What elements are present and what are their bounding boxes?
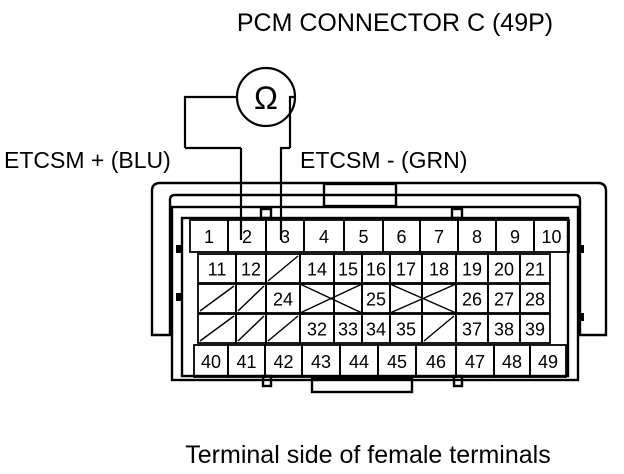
blank-cross xyxy=(299,283,363,314)
r3c4-cell xyxy=(333,283,363,314)
r3c3-cell xyxy=(299,283,335,314)
row5-9-cell xyxy=(529,344,567,378)
ohmmeter xyxy=(183,66,297,133)
row1-9-cell xyxy=(533,219,570,253)
probe-wires xyxy=(183,133,292,240)
terminal-6: 6 xyxy=(396,227,406,247)
blank-slash xyxy=(267,315,299,342)
terminal-43: 43 xyxy=(311,352,331,372)
blank-slash xyxy=(199,285,235,312)
etcsm-positive-label: ETCSM + (BLU) xyxy=(4,147,171,173)
blank-slash xyxy=(423,315,455,342)
blank-slash xyxy=(267,255,299,282)
terminal-2: 2 xyxy=(242,227,252,247)
r3c10-cell xyxy=(519,283,551,314)
terminal-7: 7 xyxy=(434,227,444,247)
terminal-12: 12 xyxy=(241,260,261,280)
housing-marks xyxy=(176,245,584,321)
terminal-20: 20 xyxy=(494,260,514,280)
r3c7-cell xyxy=(421,283,457,314)
terminal-44: 44 xyxy=(349,352,369,372)
blank-slash xyxy=(237,285,265,312)
terminal-25: 25 xyxy=(366,290,386,310)
blank-cross xyxy=(389,283,457,314)
terminal-24: 24 xyxy=(273,290,293,310)
terminal-14: 14 xyxy=(307,260,327,280)
terminal-47: 47 xyxy=(465,352,485,372)
terminal-27: 27 xyxy=(494,290,514,310)
ohm-icon: Ω xyxy=(254,80,278,116)
terminal-5: 5 xyxy=(358,227,368,247)
caption: Terminal side of female terminals xyxy=(185,441,550,469)
r3c6-cell xyxy=(389,283,423,314)
terminal-15: 15 xyxy=(338,260,358,280)
terminal-41: 41 xyxy=(236,352,256,372)
terminal-1: 1 xyxy=(204,227,214,247)
terminal-21: 21 xyxy=(525,260,545,280)
terminal-28: 28 xyxy=(525,290,545,310)
terminal-40: 40 xyxy=(201,352,221,372)
terminal-3: 3 xyxy=(280,227,290,247)
terminal-32: 32 xyxy=(307,320,327,340)
terminal-46: 46 xyxy=(426,352,446,372)
terminal-19: 19 xyxy=(462,260,482,280)
terminal-37: 37 xyxy=(462,320,482,340)
terminal-39: 39 xyxy=(525,320,545,340)
blank-slash xyxy=(237,315,265,342)
terminal-grid xyxy=(189,219,570,378)
terminal-18: 18 xyxy=(429,260,449,280)
terminal-8: 8 xyxy=(472,227,482,247)
diagram-title: PCM CONNECTOR C (49P) xyxy=(237,9,553,37)
blank-terminal-marks xyxy=(199,255,457,342)
terminal-38: 38 xyxy=(494,320,514,340)
etcsm-negative-label: ETCSM - (GRN) xyxy=(300,147,467,173)
terminal-35: 35 xyxy=(396,320,416,340)
terminal-49: 49 xyxy=(538,352,558,372)
terminal-48: 48 xyxy=(502,352,522,372)
terminal-45: 45 xyxy=(387,352,407,372)
blank-slash xyxy=(199,315,235,342)
r2c10-cell xyxy=(519,253,551,284)
terminal-26: 26 xyxy=(462,290,482,310)
terminal-9: 9 xyxy=(510,227,520,247)
terminal-34: 34 xyxy=(366,320,386,340)
r4c10-cell xyxy=(519,313,551,344)
terminal-33: 33 xyxy=(338,320,358,340)
terminal-10: 10 xyxy=(541,227,561,247)
terminal-16: 16 xyxy=(366,260,386,280)
terminal-11: 11 xyxy=(208,260,227,280)
terminal-4: 4 xyxy=(319,227,329,247)
terminal-42: 42 xyxy=(273,352,293,372)
terminal-17: 17 xyxy=(396,260,416,280)
